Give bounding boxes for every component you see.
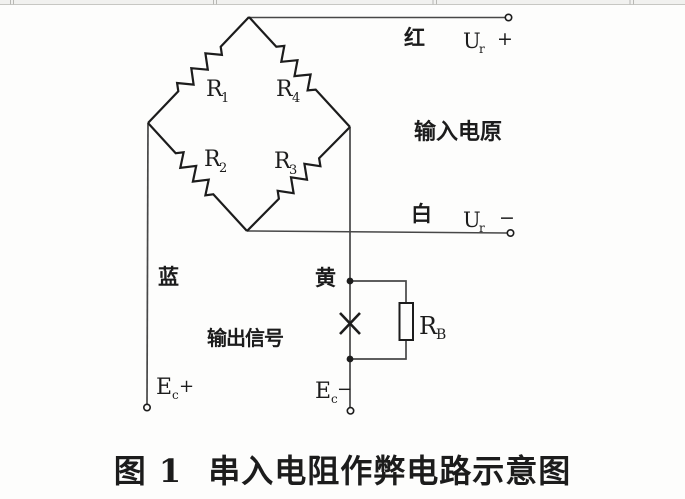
lead-wires bbox=[146, 16, 508, 407]
caption-title: 串入电阻作弊电路示意图 bbox=[208, 452, 572, 490]
top-border-ticks bbox=[10, 0, 634, 5]
annotation-input-power: 输入电原 bbox=[414, 119, 502, 145]
label-r2-sub: 2 bbox=[219, 161, 227, 176]
wire-color-labels: 红 白 蓝 黄 bbox=[158, 26, 432, 290]
resistor-rb-body bbox=[398, 302, 414, 341]
label-r4-sub: 4 bbox=[292, 91, 300, 106]
bridge-edge-r3 bbox=[246, 126, 351, 232]
label-yellow-wire: 黄 bbox=[315, 266, 336, 290]
label-r1-sub: 1 bbox=[221, 91, 229, 106]
label-rb-base: R bbox=[419, 312, 438, 340]
label-ec-minus-sign: − bbox=[337, 379, 352, 400]
label-ur-plus-sub: r bbox=[479, 42, 485, 56]
terminals bbox=[143, 13, 515, 415]
label-r4-base: R bbox=[276, 77, 294, 102]
label-ec-plus-sign: + bbox=[179, 376, 194, 397]
label-white-wire: 白 bbox=[411, 202, 432, 226]
bridge bbox=[147, 16, 351, 232]
label-ec-plus-base: E bbox=[156, 375, 172, 400]
junction-dot-bottom bbox=[346, 355, 354, 363]
label-r2-base: R bbox=[204, 147, 222, 172]
annotation-output-signal: 输出信号 bbox=[207, 326, 284, 350]
label-r3-base: R bbox=[274, 149, 292, 174]
resistor-labels: R 1 R 4 R 2 R 3 R B bbox=[204, 77, 446, 343]
figure-caption: 图 1 串入电阻作弊电路示意图 bbox=[0, 446, 685, 492]
label-ur-plus-base: U bbox=[463, 29, 481, 53]
label-ec-plus-sub: c bbox=[172, 388, 179, 402]
caption-number: 图 1 bbox=[113, 452, 183, 490]
page-top-border bbox=[0, 0, 685, 6]
label-ec-minus-sub: c bbox=[331, 392, 338, 406]
label-red-wire: 红 bbox=[404, 26, 425, 50]
label-ur-minus-sign: − bbox=[499, 207, 515, 229]
wire-rb-branch bbox=[350, 280, 407, 360]
label-ur-plus-sign: + bbox=[497, 28, 513, 50]
top-strip bbox=[0, 0, 685, 4]
bridge-edge-r2 bbox=[147, 122, 248, 232]
label-blue-wire: 蓝 bbox=[158, 265, 179, 289]
terminal-ec-minus bbox=[346, 406, 355, 415]
wire-blue bbox=[146, 122, 149, 405]
label-r1-base: R bbox=[206, 77, 224, 102]
wire-white bbox=[246, 230, 508, 234]
junction-dot-top bbox=[346, 277, 354, 285]
label-rb-sub: B bbox=[436, 327, 446, 343]
bridge-edge-r1 bbox=[147, 16, 250, 124]
break-x-icon bbox=[339, 312, 361, 335]
bridge-edge-r4 bbox=[248, 16, 351, 128]
label-ur-minus-base: U bbox=[463, 208, 481, 232]
label-ur-minus-sub: r bbox=[479, 221, 485, 235]
terminal-ur-minus bbox=[506, 229, 515, 238]
terminal-labels: U r + U r − E c + E c − bbox=[156, 28, 515, 406]
terminal-ur-plus bbox=[504, 13, 513, 22]
terminal-ec-plus bbox=[143, 403, 152, 412]
label-r3-sub: 3 bbox=[289, 163, 297, 178]
label-ec-minus-base: E bbox=[315, 379, 331, 404]
